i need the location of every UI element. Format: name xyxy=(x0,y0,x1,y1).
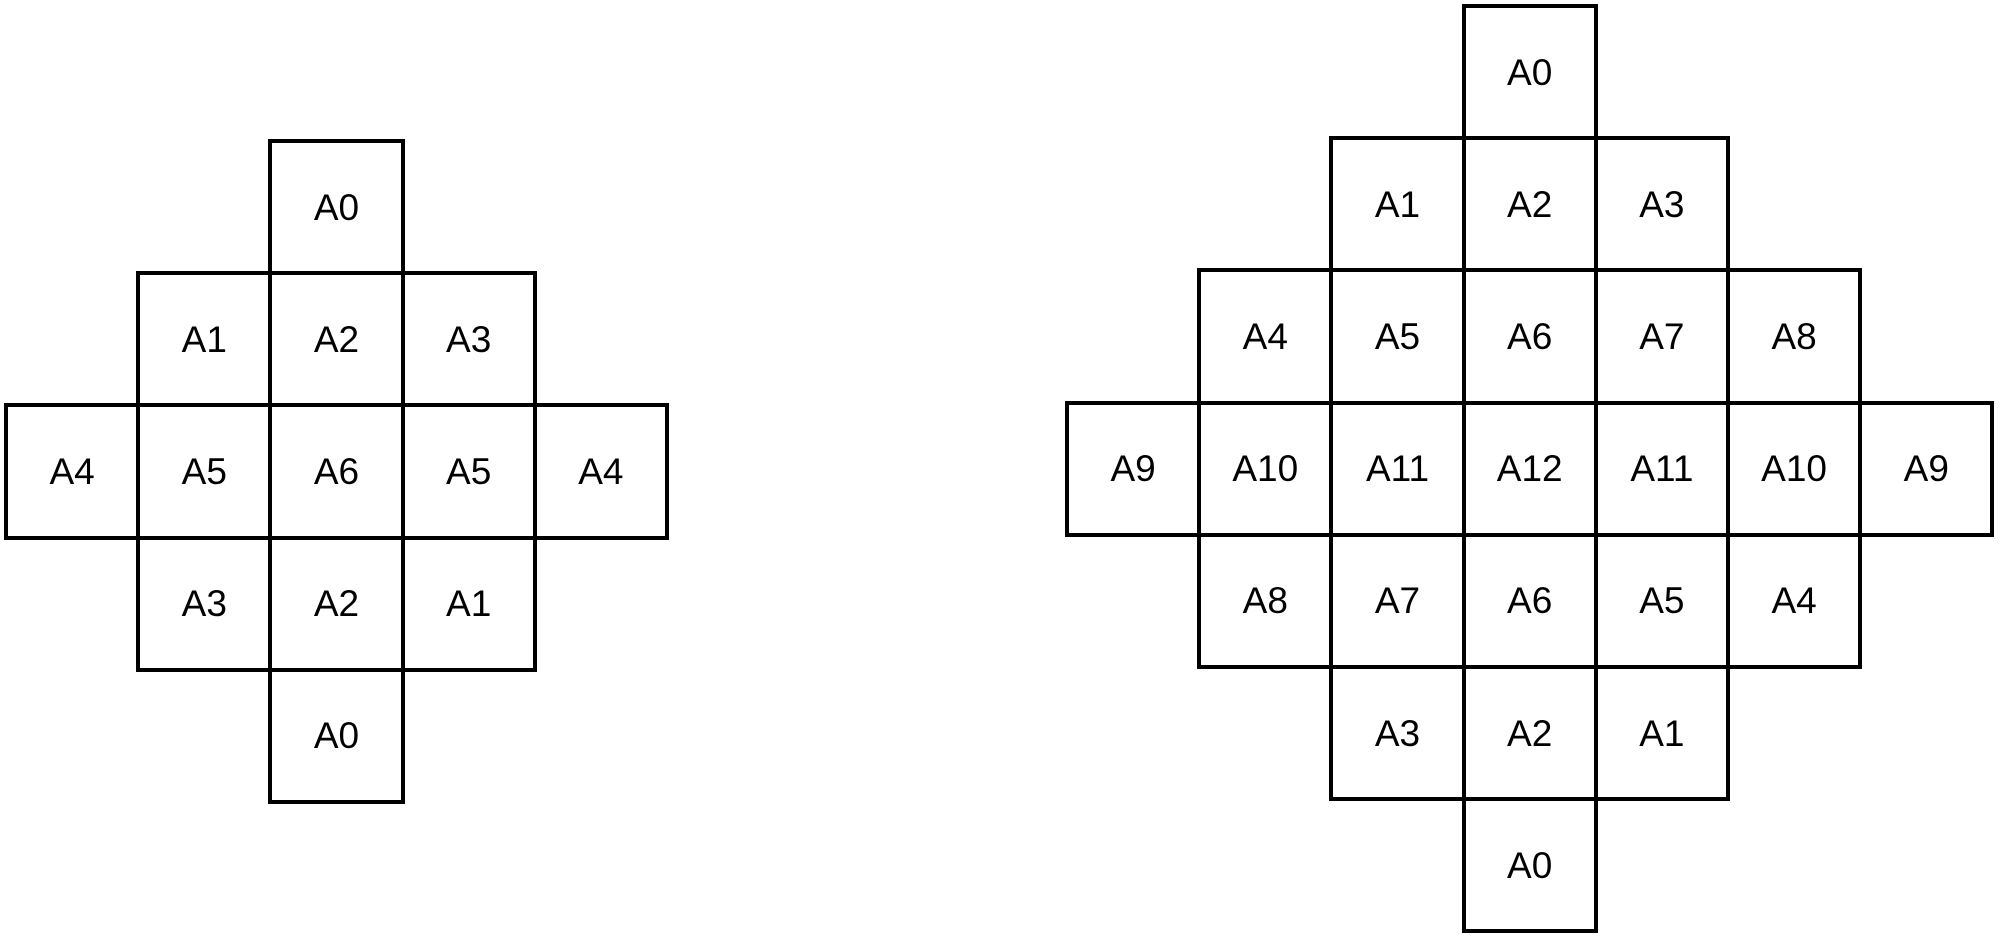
grid-cell-label: A2 xyxy=(313,583,360,625)
grid-cell-label: A11 xyxy=(1365,448,1430,490)
grid-cell-a0: A0 xyxy=(1461,797,1598,934)
grid-cell-label: A2 xyxy=(1507,183,1553,225)
grid-cell-label: A6 xyxy=(313,450,360,492)
grid-cell-a10: A10 xyxy=(1197,400,1334,537)
grid-cell-label: A3 xyxy=(1374,712,1421,754)
grid-cell-label: A0 xyxy=(1507,844,1553,886)
grid-cell-label: A5 xyxy=(181,450,227,492)
grid-cell-a4: A4 xyxy=(1197,268,1334,405)
grid-cell-a3: A3 xyxy=(1593,136,1730,273)
grid-cell-label: A1 xyxy=(446,583,492,625)
grid-cell-a1: A1 xyxy=(1593,665,1730,802)
grid-cell-label: A3 xyxy=(446,318,492,360)
grid-cell-label: A0 xyxy=(313,715,360,757)
grid-cell-a4: A4 xyxy=(532,403,669,540)
grid-cell-a10: A10 xyxy=(1726,400,1863,537)
grid-cell-label: A5 xyxy=(1374,315,1421,357)
grid-cell-a9: A9 xyxy=(1065,400,1202,537)
grid-cell-label: A6 xyxy=(1507,315,1553,357)
grid-cell-label: A7 xyxy=(1639,315,1685,357)
grid-cell-label: A5 xyxy=(446,450,492,492)
grid-cell-a4: A4 xyxy=(4,403,141,540)
grid-cell-label: A10 xyxy=(1761,448,1828,490)
grid-cell-a3: A3 xyxy=(136,535,273,672)
grid-cell-label: A12 xyxy=(1496,448,1563,490)
grid-cell-a2: A2 xyxy=(1461,136,1598,273)
grid-cell-label: A3 xyxy=(1639,183,1685,225)
grid-cell-label: A4 xyxy=(578,450,624,492)
grid-cell-a1: A1 xyxy=(1329,136,1466,273)
grid-cell-label: A1 xyxy=(1639,712,1685,754)
grid-cell-a3: A3 xyxy=(1329,665,1466,802)
grid-cell-label: A11 xyxy=(1630,448,1694,490)
grid-cell-label: A10 xyxy=(1232,448,1299,490)
grid-cell-a5: A5 xyxy=(1593,532,1730,669)
grid-cell-a0: A0 xyxy=(268,139,405,276)
grid-cell-label: A4 xyxy=(49,450,95,492)
grid-cell-a5: A5 xyxy=(136,403,273,540)
grid-cell-a6: A6 xyxy=(1461,268,1598,405)
grid-cell-label: A2 xyxy=(313,318,360,360)
grid-cell-a4: A4 xyxy=(1726,532,1863,669)
grid-cell-a8: A8 xyxy=(1726,268,1863,405)
grid-cell-a2: A2 xyxy=(1461,665,1598,802)
grid-cell-a3: A3 xyxy=(400,271,537,408)
grid-cell-label: A9 xyxy=(1903,448,1949,490)
grid-cell-label: A8 xyxy=(1771,315,1817,357)
grid-cell-label: A0 xyxy=(313,186,360,228)
grid-cell-a6: A6 xyxy=(1461,532,1598,669)
grid-cell-a8: A8 xyxy=(1197,532,1334,669)
grid-cell-label: A6 xyxy=(1507,580,1553,622)
grid-cell-a9: A9 xyxy=(1858,400,1995,537)
grid-cell-label: A5 xyxy=(1639,580,1685,622)
grid-cell-label: A2 xyxy=(1507,712,1553,754)
grid-cell-a0: A0 xyxy=(1461,4,1598,141)
grid-cell-a11: A11 xyxy=(1593,400,1730,537)
grid-cell-a7: A7 xyxy=(1329,532,1466,669)
grid-cell-label: A1 xyxy=(181,318,227,360)
grid-cell-label: A4 xyxy=(1771,580,1817,622)
grid-cell-label: A1 xyxy=(1374,183,1421,225)
grid-cell-label: A4 xyxy=(1242,315,1288,357)
grid-cell-a5: A5 xyxy=(400,403,537,540)
grid-cell-a0: A0 xyxy=(268,667,405,804)
grid-cell-label: A3 xyxy=(181,583,227,625)
grid-cell-label: A0 xyxy=(1507,51,1553,93)
grid-cell-a1: A1 xyxy=(400,535,537,672)
grid-cell-label: A8 xyxy=(1242,580,1288,622)
grid-cell-a7: A7 xyxy=(1593,268,1730,405)
grid-cell-a11: A11 xyxy=(1329,400,1466,537)
grid-cell-a5: A5 xyxy=(1329,268,1466,405)
grid-cell-label: A9 xyxy=(1110,448,1156,490)
grid-cell-a12: A12 xyxy=(1461,400,1598,537)
grid-cell-label: A7 xyxy=(1374,580,1421,622)
